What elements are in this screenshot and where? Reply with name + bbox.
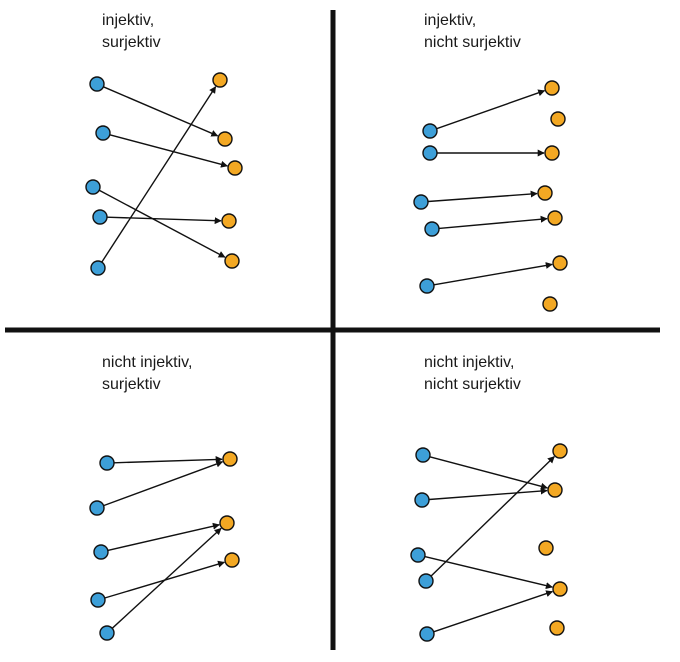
mapping-arrow xyxy=(101,86,217,263)
codomain-node xyxy=(552,443,568,459)
label-line: injektiv, xyxy=(102,12,155,29)
mapping-arrow xyxy=(433,262,553,286)
label-line: surjektiv xyxy=(102,34,161,51)
codomain-node xyxy=(544,145,560,161)
domain-node xyxy=(422,145,438,161)
mapping-arrow xyxy=(111,527,222,629)
domain-node xyxy=(99,625,115,641)
mapping-arrow xyxy=(433,590,554,633)
domain-node xyxy=(419,626,435,642)
codomain-node xyxy=(542,296,558,312)
domain-node xyxy=(89,76,105,92)
mapping-arrow xyxy=(113,456,223,464)
domain-node xyxy=(90,260,106,276)
mapping-arrow xyxy=(424,555,553,590)
label-line: nicht surjektiv xyxy=(424,34,521,51)
codomain-node xyxy=(221,213,237,229)
domain-node xyxy=(92,209,108,225)
domain-node xyxy=(419,278,435,294)
domain-node xyxy=(89,500,105,516)
mapping-arrow xyxy=(103,460,224,507)
codomain-node xyxy=(224,253,240,269)
label-line: nicht surjektiv xyxy=(424,376,521,393)
domain-node xyxy=(95,125,111,141)
label-line: injektiv, xyxy=(424,12,477,29)
domain-node xyxy=(99,455,115,471)
domain-node xyxy=(90,592,106,608)
codomain-node xyxy=(552,255,568,271)
mapping-arrow xyxy=(107,522,220,552)
domain-node xyxy=(424,221,440,237)
codomain-node xyxy=(227,160,243,176)
codomain-node xyxy=(217,131,233,147)
label-line: surjektiv xyxy=(102,376,161,393)
mapping-arrow xyxy=(430,456,555,577)
mapping-arrow xyxy=(429,456,548,490)
mapping-arrow xyxy=(427,190,538,203)
domain-node xyxy=(93,544,109,560)
codomain-node xyxy=(547,482,563,498)
mapping-arrows xyxy=(98,86,555,633)
mapping-arrow xyxy=(106,216,222,225)
codomain-node xyxy=(224,552,240,568)
codomain-node xyxy=(547,210,563,226)
codomain-node xyxy=(212,72,228,88)
domain-node xyxy=(413,194,429,210)
quadrant-label-injective-surjective: injektiv, surjektiv xyxy=(102,10,161,54)
mapping-arrow xyxy=(428,487,548,501)
mapping-nodes xyxy=(85,72,568,642)
codomain-node xyxy=(552,581,568,597)
quadrant-label-injective-not-surjective: injektiv, nicht surjektiv xyxy=(424,10,521,54)
quadrant-label-not-injective-not-surjective: nicht injektiv, nicht surjektiv xyxy=(424,352,521,396)
codomain-node xyxy=(219,515,235,531)
domain-node xyxy=(410,547,426,563)
domain-node xyxy=(85,179,101,195)
quadrant-label-not-injective-surjective: nicht injektiv, surjektiv xyxy=(102,352,192,396)
mapping-arrow xyxy=(103,86,219,137)
mapping-arrow xyxy=(438,215,548,230)
label-line: nicht injektiv, xyxy=(424,354,515,371)
mapping-arrow xyxy=(98,189,226,258)
codomain-node xyxy=(550,111,566,127)
codomain-node xyxy=(222,451,238,467)
mapping-arrow xyxy=(109,134,228,168)
codomain-node xyxy=(538,540,554,556)
label-line: nicht injektiv, xyxy=(102,354,193,371)
domain-node xyxy=(414,492,430,508)
domain-node xyxy=(415,447,431,463)
domain-node xyxy=(422,123,438,139)
mapping-arrow xyxy=(436,89,546,130)
codomain-node xyxy=(549,620,565,636)
codomain-node xyxy=(537,185,553,201)
domain-node xyxy=(418,573,434,589)
codomain-node xyxy=(544,80,560,96)
